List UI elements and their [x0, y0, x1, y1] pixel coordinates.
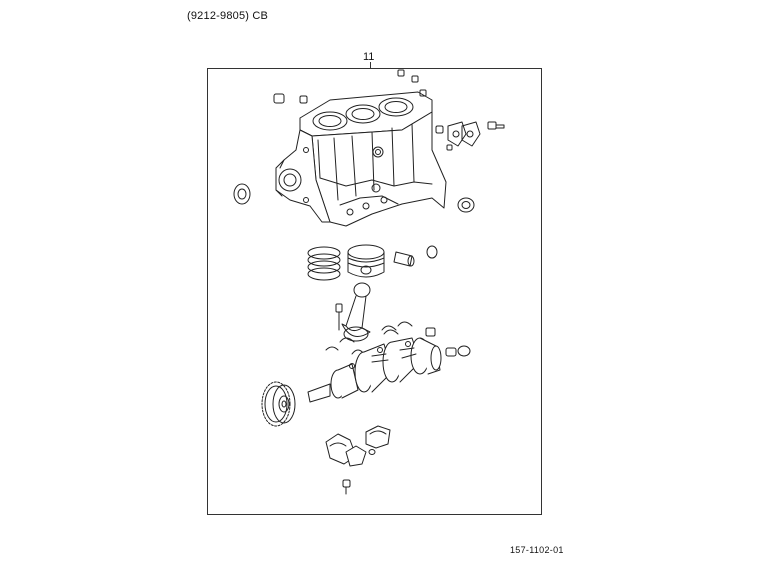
cylinder-block [276, 92, 446, 226]
callout-leader-line [370, 62, 371, 68]
diagram-frame [207, 68, 542, 515]
bolt [488, 122, 504, 129]
cap-bolt [343, 480, 350, 494]
oil-seal-rear [234, 184, 250, 204]
connecting-rod-bolt [336, 304, 342, 330]
model-code-label: (9212-9805) CB [187, 10, 269, 22]
illustration-reference-code: 157-1102-01 [510, 545, 564, 555]
crankshaft-pin [446, 346, 470, 356]
bearing-shells [326, 322, 435, 354]
connecting-rod [342, 283, 370, 341]
gasket-pair [448, 122, 480, 146]
callout-number: 11 [363, 51, 375, 63]
crankshaft-timing-gear [262, 382, 295, 426]
oil-seal-front [458, 198, 474, 212]
snap-ring [427, 246, 437, 258]
piston-pin [394, 252, 414, 266]
piston [348, 245, 384, 277]
main-bearing-caps [326, 426, 390, 466]
dowel-pins [274, 70, 452, 150]
crankshaft [308, 338, 441, 402]
piston-rings [308, 247, 340, 280]
